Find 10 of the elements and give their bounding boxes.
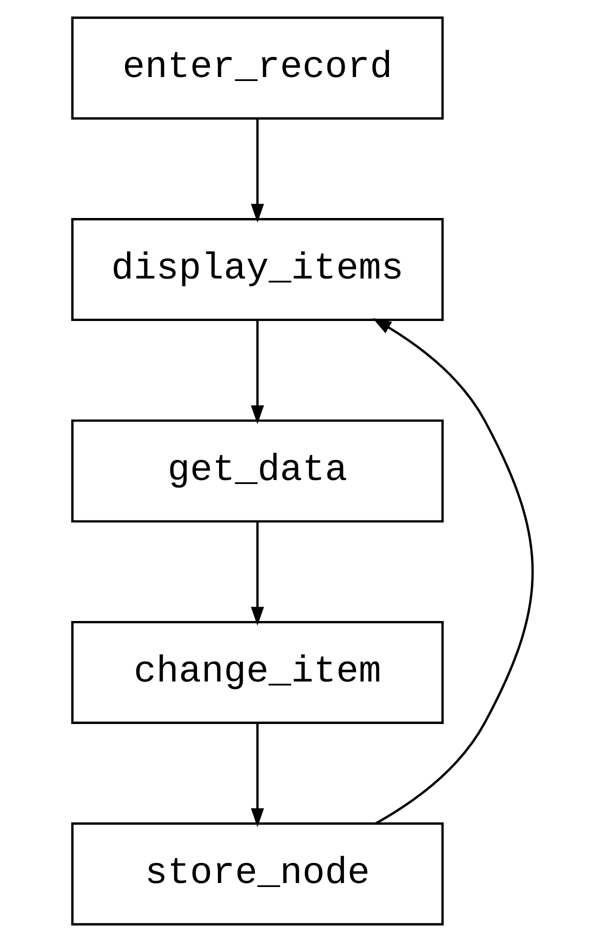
arrow [372, 318, 534, 825]
node-box: change_item [70, 620, 444, 724]
arrow [250, 119, 264, 223]
arrow [250, 320, 264, 424]
arrow [250, 522, 264, 626]
node-box: store_node [70, 822, 444, 926]
node-box: get_data [70, 419, 444, 523]
arrow [250, 723, 264, 828]
node-box: display_items [70, 218, 444, 322]
node-box: enter_record [70, 16, 444, 120]
